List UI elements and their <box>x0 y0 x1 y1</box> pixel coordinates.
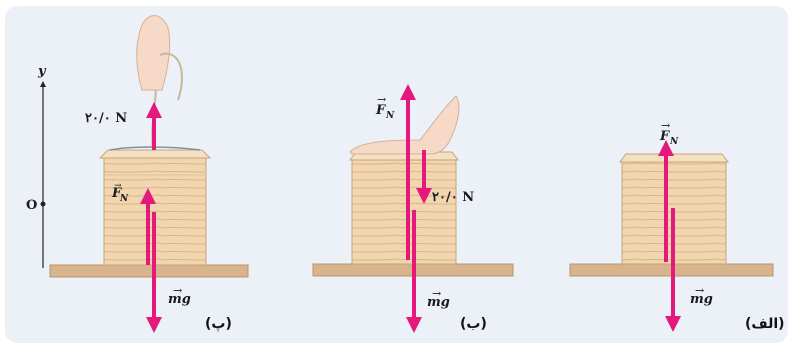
svg-text:→: → <box>377 93 386 106</box>
hand-icon <box>136 15 183 101</box>
panel-caption: (ب) <box>460 316 487 332</box>
svg-text:mg: mg <box>168 292 191 307</box>
svg-text:mg: mg <box>427 295 450 310</box>
weight-label: mg → <box>427 287 450 310</box>
origin-dot <box>40 201 46 207</box>
push-force-label: ۲۰/۰ N <box>432 190 474 205</box>
rope-loop <box>109 146 201 151</box>
svg-text:→: → <box>432 287 441 300</box>
y-axis-label: y <box>37 64 47 79</box>
svg-text:→: → <box>661 119 670 132</box>
svg-text:F: F <box>659 129 670 144</box>
svg-text:→: → <box>695 284 704 297</box>
svg-text:N: N <box>119 194 129 204</box>
y-axis: y O <box>26 64 47 268</box>
wooden-crate <box>349 151 459 265</box>
svg-text:N: N <box>385 111 395 121</box>
svg-text:→: → <box>173 284 182 297</box>
weight-label: mg → <box>168 284 191 307</box>
origin-label: O <box>26 198 37 213</box>
hand-icon <box>349 95 460 155</box>
pull-force-label: ۲۰/۰ N <box>85 111 127 126</box>
svg-text:F: F <box>375 103 386 118</box>
panel-be: F N → ۲۰/۰ N mg → (ب) <box>312 84 514 333</box>
ground <box>49 264 249 278</box>
panel-caption: (پ) <box>205 316 232 332</box>
panel-caption: (الف) <box>745 316 785 332</box>
panel-alef: F N → mg → (الف) <box>569 119 785 332</box>
svg-text:→: → <box>114 181 122 191</box>
weight-label: mg → <box>690 284 713 307</box>
panel-pe: ۲۰/۰ N F N → mg → (پ) <box>49 15 249 333</box>
svg-text:N: N <box>669 137 679 147</box>
normal-force-label: F N → <box>659 119 679 147</box>
normal-force-label: F N → <box>111 181 129 204</box>
svg-text:mg: mg <box>690 292 713 307</box>
svg-text:F: F <box>111 186 122 201</box>
normal-force-label: F N → <box>375 93 395 121</box>
